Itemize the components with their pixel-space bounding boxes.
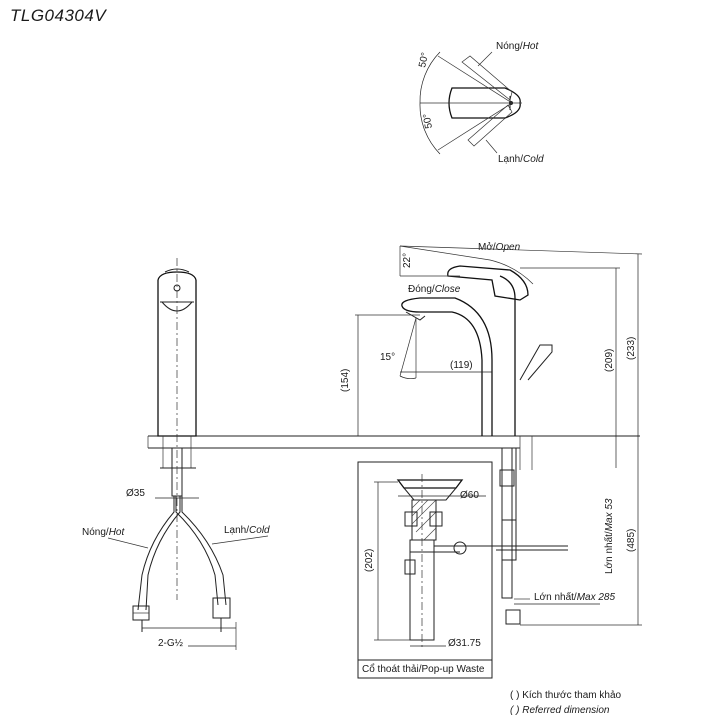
front-view: Ø35 Nóng/Hot Lạnh/Cold 2-G½ (82, 258, 270, 650)
angle-cold-label: 50° (421, 113, 434, 130)
dim-under-length: (485) (626, 529, 637, 552)
waste-dia-top: Ø60 (460, 490, 479, 501)
thread-label: 2-G½ (158, 638, 184, 649)
waste-label: Cổ thoát thải/Pop-up Waste (362, 663, 485, 675)
popup-waste: (202) Ø60 Ø31.75 Cổ thoát thải/Pop-up Wa… (357, 461, 496, 679)
countertop (147, 435, 640, 470)
waste-dia-pipe: Ø31.75 (448, 638, 481, 649)
dim-spout-height: (154) (340, 369, 351, 392)
legend: ( ) Kích thước tham khảo ( ) Referred di… (510, 688, 621, 718)
top-cold-label: Lạnh/Cold (498, 154, 544, 165)
dim-body-height: (209) (604, 349, 615, 372)
legend-line-vn: ( ) Kích thước tham khảo (510, 690, 622, 701)
angle-lever-label: 22° (402, 253, 413, 268)
waste-height-label: (202) (364, 549, 375, 572)
angle-spout-label: 15° (380, 352, 395, 363)
model-title: TLG04304V (10, 6, 107, 25)
close-label: Đóng/Close (408, 284, 461, 295)
front-cold-label: Lạnh/Cold (224, 525, 270, 536)
open-label: Mở/Open (478, 241, 521, 253)
legend-line-en: ( ) Referred dimension (510, 705, 610, 716)
top-hot-label: Nóng/Hot (496, 41, 539, 52)
front-hot-label: Nóng/Hot (82, 527, 125, 538)
dia-shank-label: Ø35 (126, 488, 145, 499)
angle-hot-label: 50° (417, 52, 431, 69)
max-length-label: Lớn nhất/Max 285 (534, 591, 615, 603)
max-thickness-label: Lớn nhất/Max 53 (603, 498, 615, 574)
dim-reach: (119) (450, 360, 473, 371)
side-view: (154) (119) 15° 22° Mở/Open Đóng/Close (… (340, 241, 643, 626)
top-view: 50° 50° Nóng/Hot Lạnh/Cold (417, 41, 544, 165)
dim-total-height: (233) (626, 337, 637, 360)
